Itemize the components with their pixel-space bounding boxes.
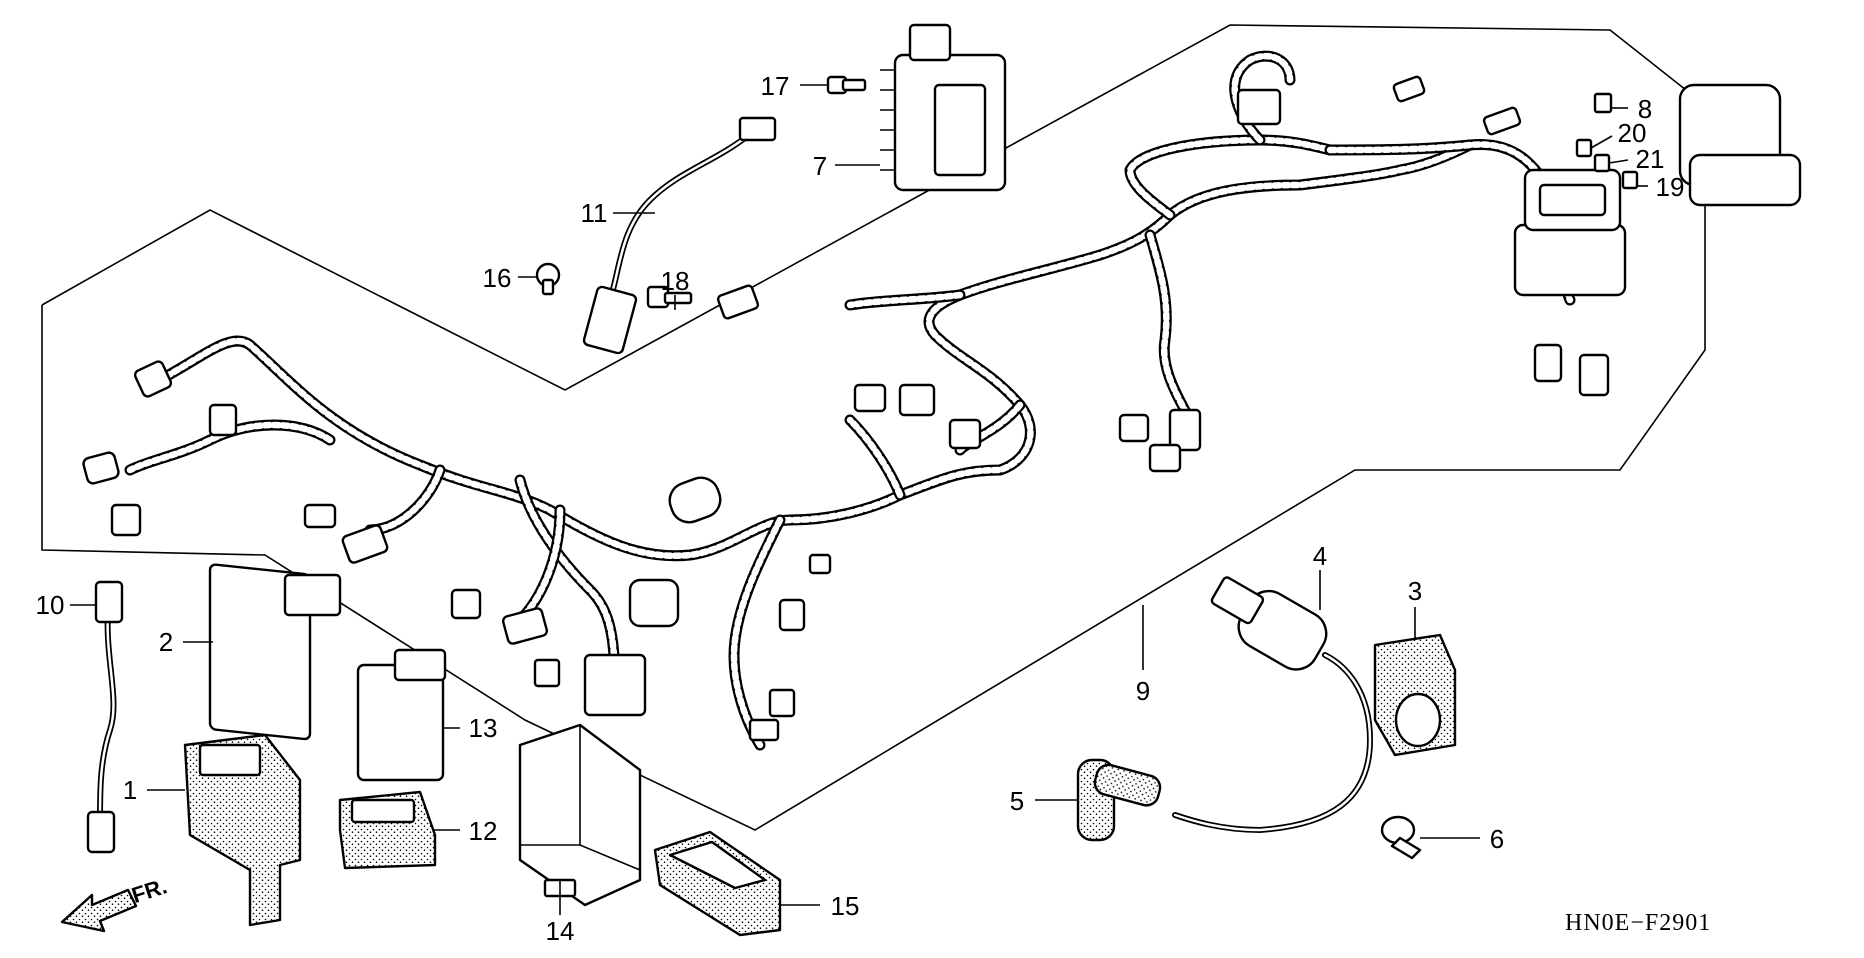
regulator-rectifier — [880, 23, 1007, 192]
lead-wire-10 — [86, 580, 124, 854]
rubber-mount-3 — [1373, 633, 1457, 757]
callout-18: 18 — [661, 266, 690, 296]
callout-12: 12 — [469, 816, 498, 846]
clamp-6 — [1380, 815, 1422, 860]
callout-16: 16 — [483, 263, 512, 293]
callout-13: 13 — [469, 713, 498, 743]
ignition-coil-4 — [1172, 576, 1374, 834]
rubber-cover-12 — [338, 790, 437, 870]
fuse-21 — [1593, 153, 1611, 173]
callout-5: 5 — [1010, 786, 1024, 816]
fuse-19 — [1621, 170, 1639, 190]
callout-11: 11 — [581, 198, 608, 228]
sub-harness-11 — [582, 116, 777, 355]
callout-7: 7 — [813, 151, 827, 181]
callout-1: 1 — [123, 775, 137, 805]
callout-3: 3 — [1408, 576, 1422, 606]
callout-10: 10 — [36, 590, 65, 620]
callout-21: 21 — [1636, 144, 1665, 174]
bolt-18 — [646, 285, 693, 309]
callout-17: 17 — [761, 71, 790, 101]
leader-lines — [70, 84, 1648, 915]
holder-1 — [183, 733, 302, 927]
callout-8: 8 — [1638, 94, 1652, 124]
callout-14: 14 — [546, 916, 575, 946]
fuse-8 — [1593, 92, 1613, 114]
spark-plug-cap-5 — [1076, 758, 1162, 842]
callout-numbers: 1 2 3 4 5 6 7 8 9 10 11 12 13 14 15 16 1… — [36, 71, 1685, 946]
fuse-box-cover — [1678, 83, 1802, 207]
callout-4: 4 — [1313, 541, 1327, 571]
callout-9: 9 — [1136, 676, 1150, 706]
front-direction-arrow: FR. — [60, 873, 170, 933]
rubber-cover-15 — [653, 830, 782, 937]
main-wire-harness — [82, 50, 1802, 751]
fuse-20 — [1575, 138, 1593, 158]
callout-20: 20 — [1618, 118, 1647, 148]
front-direction-label: FR. — [129, 873, 170, 908]
screw-16 — [535, 262, 561, 296]
bolt-17 — [826, 75, 867, 95]
callout-6: 6 — [1490, 824, 1504, 854]
relay-13 — [356, 648, 447, 782]
callout-2: 2 — [159, 627, 173, 657]
diagram-code: HN0E−F2901 — [1565, 910, 1711, 936]
cdi-unit-2 — [208, 563, 342, 741]
fuse-box — [1513, 168, 1627, 297]
callout-15: 15 — [831, 891, 860, 921]
control-unit-14 — [518, 723, 642, 907]
callout-19: 19 — [1656, 172, 1685, 202]
